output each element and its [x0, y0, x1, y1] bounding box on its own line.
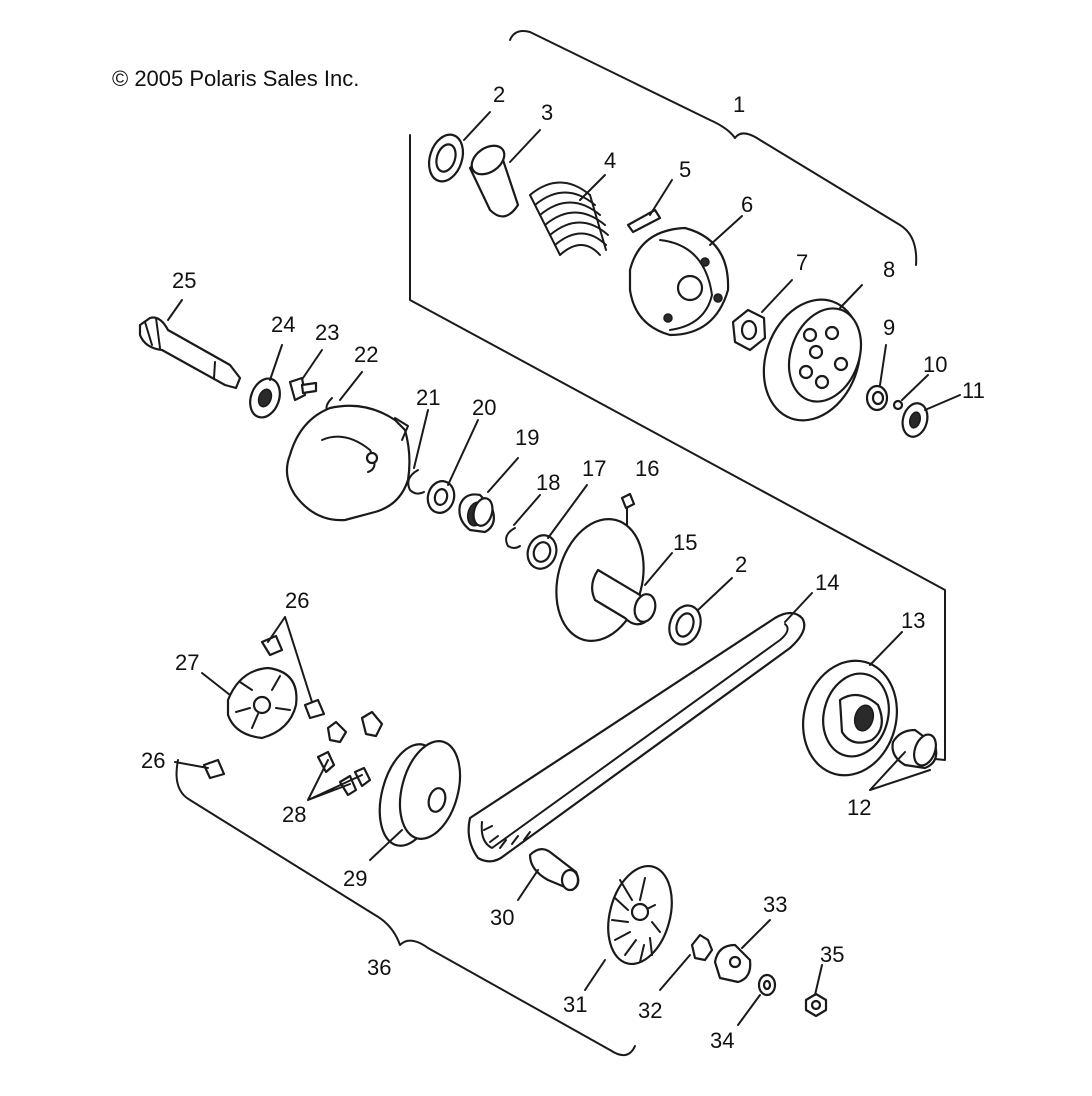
copyright-notice: © 2005 Polaris Sales Inc.	[112, 66, 360, 91]
part-26-slider-upper	[260, 634, 284, 657]
callout-9: 9	[883, 315, 895, 340]
part-27-ramp-plate	[226, 666, 298, 740]
callout-17: 17	[582, 456, 606, 481]
callout-2-lower: 2	[735, 552, 747, 577]
part-33-one-way-hub	[713, 943, 752, 984]
leader-lines	[167, 111, 961, 1026]
part-7-nut	[731, 308, 767, 352]
callout-13: 13	[901, 608, 925, 633]
callout-34: 34	[710, 1028, 734, 1053]
part-34-washer	[757, 973, 777, 997]
callout-3: 3	[541, 100, 553, 125]
callout-6: 6	[741, 192, 753, 217]
part-25-driveshaft	[138, 316, 242, 390]
part-11-bearing	[901, 402, 929, 438]
callout-14: 14	[815, 570, 839, 595]
part-3-bushing	[468, 144, 520, 218]
housing-cover	[285, 404, 411, 522]
callout-10: 10	[923, 352, 947, 377]
callout-18: 18	[536, 470, 560, 495]
part-35-nut	[804, 992, 828, 1018]
part-8-clutch-drum	[762, 298, 863, 422]
part-12-cap	[891, 728, 938, 770]
callout-29: 29	[343, 866, 367, 891]
callout-5: 5	[679, 157, 691, 182]
callout-19: 19	[515, 425, 539, 450]
part-26-slider-right	[303, 698, 326, 720]
callout-16: 16	[635, 456, 659, 481]
part-28-rollers	[316, 710, 384, 797]
bracket-1-frame	[409, 134, 946, 761]
part-9-nut	[865, 384, 889, 412]
part-20-washer	[426, 480, 456, 514]
callout-31: 31	[563, 992, 587, 1017]
callout-28: 28	[282, 802, 306, 827]
callout-27: 27	[175, 650, 199, 675]
callout-labels: 1 2 3 4 5 6 7 8 9 10 11 12 13 14 15 16 1…	[141, 82, 985, 1053]
callout-26-upper: 26	[285, 588, 309, 613]
assembly-brackets	[175, 30, 946, 1057]
callout-2-upper: 2	[493, 82, 505, 107]
part-17-seal	[526, 534, 558, 570]
callout-32: 32	[638, 998, 662, 1023]
part-15-driven-sheave	[555, 518, 657, 642]
callout-21: 21	[416, 385, 440, 410]
callout-36: 36	[367, 955, 391, 980]
part-10-washer	[892, 399, 904, 411]
callout-24: 24	[271, 312, 295, 337]
callout-11: 11	[962, 378, 985, 403]
callout-7: 7	[796, 250, 808, 275]
callout-22: 22	[354, 342, 378, 367]
callout-30: 30	[490, 905, 514, 930]
callout-12: 12	[847, 795, 871, 820]
callout-8: 8	[883, 257, 895, 282]
callout-20: 20	[472, 395, 496, 420]
part-31-fan-face	[607, 864, 673, 966]
part-19-bearing	[458, 493, 495, 534]
callout-15: 15	[673, 530, 697, 555]
part-2-seal-lower	[668, 604, 702, 646]
callout-4: 4	[604, 148, 616, 173]
part-5-pin	[626, 208, 662, 234]
part-29-drive-face	[378, 740, 462, 847]
callout-33: 33	[763, 892, 787, 917]
part-23-bolt	[288, 376, 318, 402]
part-24-bearing	[249, 377, 281, 419]
callout-23: 23	[315, 320, 339, 345]
callout-35: 35	[820, 942, 844, 967]
callout-25: 25	[172, 268, 196, 293]
bracket-36	[175, 759, 636, 1057]
part-13-rear-pulley	[802, 659, 898, 777]
part-26-slider-lower	[202, 758, 226, 780]
part-4-spring	[529, 181, 609, 256]
callout-1: 1	[733, 92, 745, 117]
part-32-starter-ratchet	[690, 933, 714, 962]
bracket-1	[509, 30, 918, 266]
part-2-seal-upper	[427, 133, 465, 183]
part-18-clip	[505, 527, 521, 549]
part-30-collar	[528, 848, 580, 892]
part-6-clutch-shoe	[628, 226, 730, 337]
part-14-drive-belt	[467, 611, 806, 863]
part-21-clip	[407, 469, 425, 495]
callout-26-lower: 26	[141, 748, 165, 773]
